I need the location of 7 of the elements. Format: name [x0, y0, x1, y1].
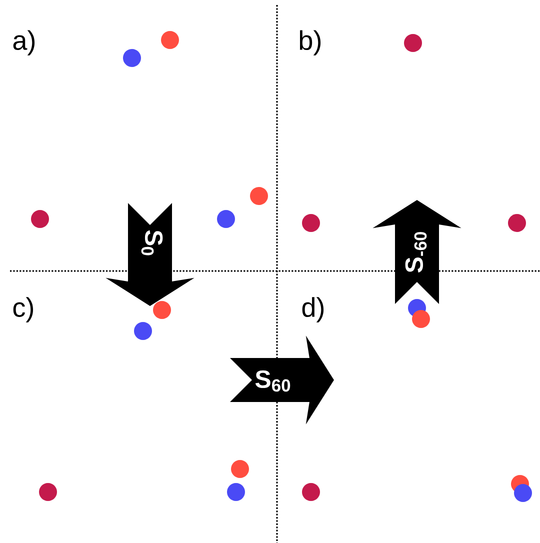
panel-label: d): [302, 297, 324, 322]
arrow-label: S$_{0}$: [141, 230, 163, 256]
arrow-label: S$_{60}$: [255, 370, 290, 392]
panel-label: a): [13, 30, 35, 56]
panel-label: c): [13, 297, 34, 322]
panel-label: b): [300, 30, 321, 56]
arrow-label: S$_{-60}$: [405, 232, 427, 272]
